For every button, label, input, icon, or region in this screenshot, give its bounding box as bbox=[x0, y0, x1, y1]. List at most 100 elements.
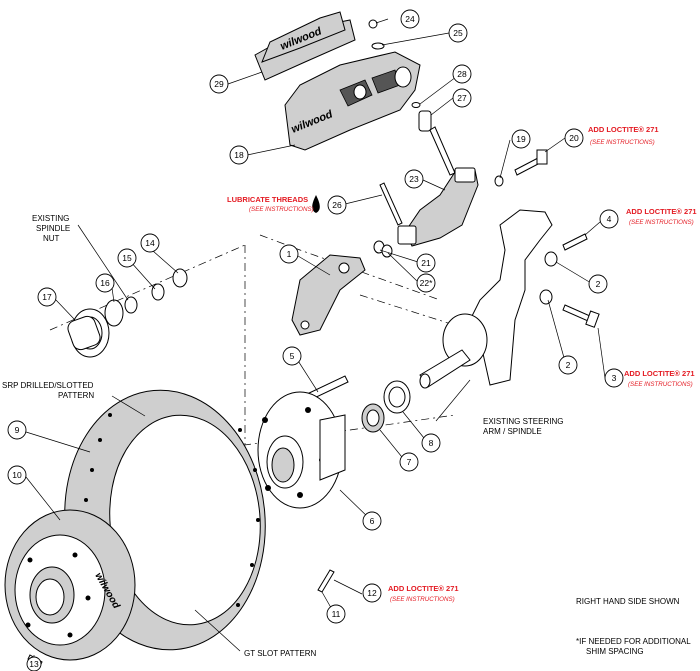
shim-note-2: SHIM SPACING bbox=[586, 647, 644, 656]
svg-text:28: 28 bbox=[457, 69, 467, 79]
washer-24 bbox=[368, 19, 378, 29]
svg-text:17: 17 bbox=[42, 292, 52, 302]
spindle-nut-label-1: EXISTING bbox=[32, 214, 69, 223]
svg-text:16: 16 bbox=[100, 278, 110, 288]
svg-text:20: 20 bbox=[569, 133, 579, 143]
callout-18: 18 bbox=[229, 145, 249, 165]
nut-existing bbox=[124, 296, 138, 314]
srp-label-1: SRP DRILLED/SLOTTED bbox=[2, 381, 94, 390]
svg-text:21: 21 bbox=[421, 258, 431, 268]
callout-29: 29 bbox=[209, 74, 229, 94]
pin-25 bbox=[371, 42, 385, 50]
washer-19 bbox=[494, 175, 504, 187]
loctite-note-12-sub: (SEE INSTRUCTIONS) bbox=[390, 596, 455, 603]
loctite-note-4-sub: (SEE INSTRUCTIONS) bbox=[629, 219, 694, 226]
callout-16: 16 bbox=[95, 273, 115, 293]
bushing-27 bbox=[418, 110, 432, 132]
callout-17: 17 bbox=[37, 287, 57, 307]
callout-2b: 2 bbox=[558, 355, 578, 375]
hub bbox=[257, 391, 346, 509]
callout-8: 8 bbox=[421, 433, 441, 453]
caliper: wilwood bbox=[284, 51, 421, 151]
loctite-note-3: ADD LOCTITE® 271 bbox=[624, 369, 695, 378]
callout-19: 19 bbox=[511, 129, 531, 149]
svg-text:26: 26 bbox=[332, 200, 342, 210]
callout-24: 24 bbox=[400, 9, 420, 29]
callout-1: 1 bbox=[279, 244, 299, 264]
loctite-note-3-sub: (SEE INSTRUCTIONS) bbox=[628, 381, 693, 388]
svg-text:9: 9 bbox=[15, 425, 20, 435]
callout-bubbles: 1 2 2 3 4 5 6 7 8 9 10 11 12 13 14 15 16… bbox=[7, 9, 624, 671]
svg-text:25: 25 bbox=[453, 28, 463, 38]
callout-11: 11 bbox=[326, 604, 346, 624]
svg-text:5: 5 bbox=[290, 351, 295, 361]
callout-27: 27 bbox=[452, 88, 472, 108]
callout-25: 25 bbox=[448, 23, 468, 43]
svg-text:24: 24 bbox=[405, 14, 415, 24]
washer-2b bbox=[544, 251, 558, 267]
srp-label-2: PATTERN bbox=[58, 391, 94, 400]
spindle-nut-label-2: SPINDLE bbox=[36, 224, 70, 233]
svg-text:2: 2 bbox=[566, 360, 571, 370]
svg-text:19: 19 bbox=[516, 134, 526, 144]
bolt-3-head bbox=[585, 310, 600, 328]
svg-text:2: 2 bbox=[596, 279, 601, 289]
svg-text:22*: 22* bbox=[420, 278, 433, 288]
callout-13: 13 bbox=[26, 656, 42, 671]
bolt-11 bbox=[317, 569, 335, 593]
bearing-14 bbox=[172, 268, 188, 288]
callout-28: 28 bbox=[452, 64, 472, 84]
steering-label-1: EXISTING STEERING bbox=[483, 417, 563, 426]
steering-spindle bbox=[419, 209, 553, 389]
lubricate-note-sub: (SEE INSTRUCTIONS) bbox=[249, 206, 314, 213]
steering-label-2: ARM / SPINDLE bbox=[483, 427, 542, 436]
svg-text:6: 6 bbox=[370, 516, 375, 526]
svg-text:18: 18 bbox=[234, 150, 244, 160]
callout-5: 5 bbox=[282, 346, 302, 366]
washer-28 bbox=[411, 102, 421, 108]
svg-text:13: 13 bbox=[29, 659, 39, 669]
svg-text:1: 1 bbox=[287, 249, 292, 259]
bolt-3 bbox=[562, 304, 591, 322]
bracket-23 bbox=[397, 167, 479, 247]
callout-23: 23 bbox=[404, 169, 424, 189]
callout-15: 15 bbox=[117, 248, 137, 268]
callout-7: 7 bbox=[399, 452, 419, 472]
loctite-note-20: ADD LOCTITE® 271 bbox=[588, 125, 659, 134]
svg-text:15: 15 bbox=[122, 253, 132, 263]
svg-text:4: 4 bbox=[607, 214, 612, 224]
callout-3: 3 bbox=[604, 368, 624, 388]
callout-6: 6 bbox=[362, 511, 382, 531]
svg-text:11: 11 bbox=[332, 609, 341, 619]
svg-text:10: 10 bbox=[12, 470, 22, 480]
svg-text:8: 8 bbox=[429, 438, 434, 448]
svg-text:3: 3 bbox=[612, 373, 617, 383]
loctite-note-4: ADD LOCTITE® 271 bbox=[626, 207, 697, 216]
washer-15 bbox=[151, 283, 165, 301]
right-hand-label: RIGHT HAND SIDE SHOWN bbox=[576, 597, 680, 606]
oil-drop-icon bbox=[312, 195, 320, 213]
annotations: LUBRICATE THREADS (SEE INSTRUCTIONS) ADD… bbox=[2, 125, 697, 658]
svg-text:29: 29 bbox=[214, 79, 224, 89]
dust-cap-17 bbox=[67, 308, 110, 358]
loctite-note-12: ADD LOCTITE® 271 bbox=[388, 584, 459, 593]
loctite-note-20-sub: (SEE INSTRUCTIONS) bbox=[590, 139, 655, 146]
axis-line-lower bbox=[244, 245, 456, 446]
lubricate-note: LUBRICATE THREADS bbox=[227, 195, 308, 204]
caliper-bolt bbox=[429, 126, 456, 176]
rotor-hat: wilwood bbox=[4, 509, 136, 661]
callout-22: 22* bbox=[416, 273, 436, 293]
callout-9: 9 bbox=[7, 420, 27, 440]
callout-14: 14 bbox=[140, 233, 160, 253]
axis-line-upper bbox=[259, 234, 441, 301]
svg-text:14: 14 bbox=[145, 238, 155, 248]
cotter-16 bbox=[104, 299, 124, 327]
callout-21: 21 bbox=[416, 253, 436, 273]
washer-2a bbox=[539, 289, 553, 305]
gt-slot-label: GT SLOT PATTERN bbox=[244, 649, 317, 658]
svg-text:27: 27 bbox=[457, 93, 467, 103]
callout-2a: 2 bbox=[588, 274, 608, 294]
callout-4: 4 bbox=[599, 209, 619, 229]
